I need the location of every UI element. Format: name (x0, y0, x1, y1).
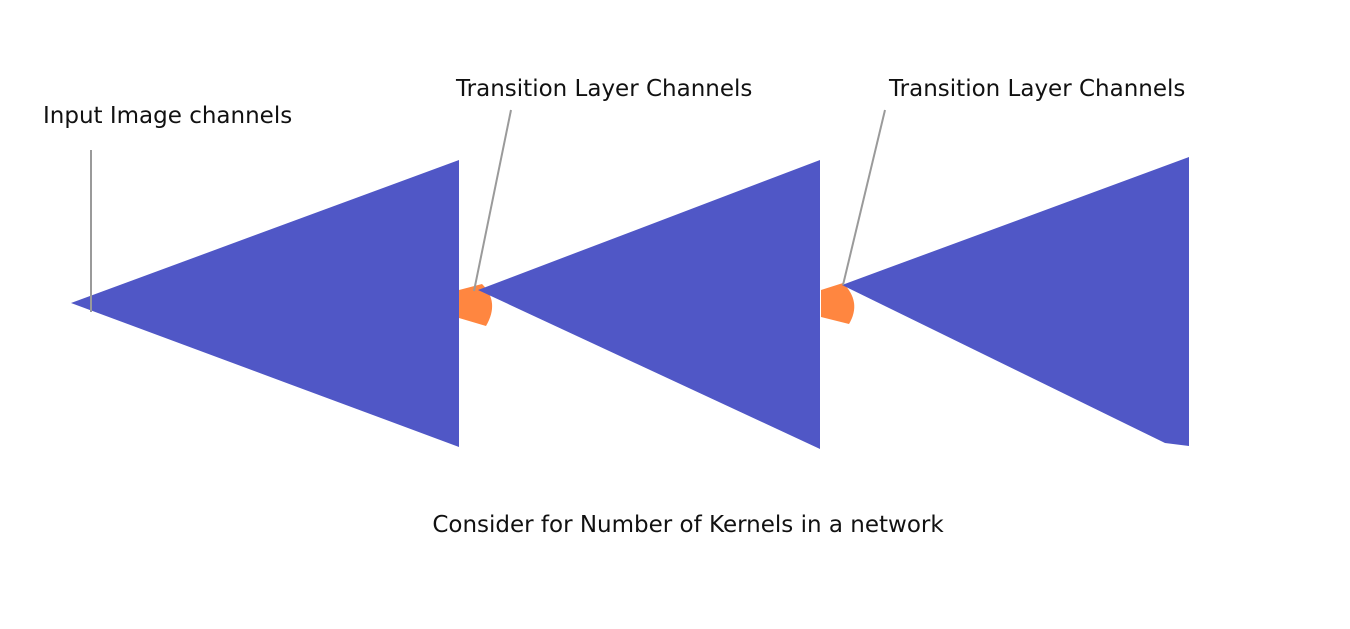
transition-layer-label-1: Transition Layer Channels (456, 76, 753, 102)
transition-layer-shape-2 (821, 283, 855, 324)
transition-layer-label-2: Transition Layer Channels (889, 76, 1186, 102)
input-block-triangle (71, 160, 459, 447)
input-image-channels-label: Input Image channels (43, 103, 293, 129)
final-block-triangle (842, 157, 1189, 446)
transition-leader-line-2 (842, 109, 886, 286)
middle-block-triangle (478, 160, 820, 449)
diagram-caption: Consider for Number of Kernels in a netw… (432, 512, 944, 538)
transition-layer-shape-1 (459, 284, 493, 326)
transition-leader-line-1 (473, 109, 512, 292)
